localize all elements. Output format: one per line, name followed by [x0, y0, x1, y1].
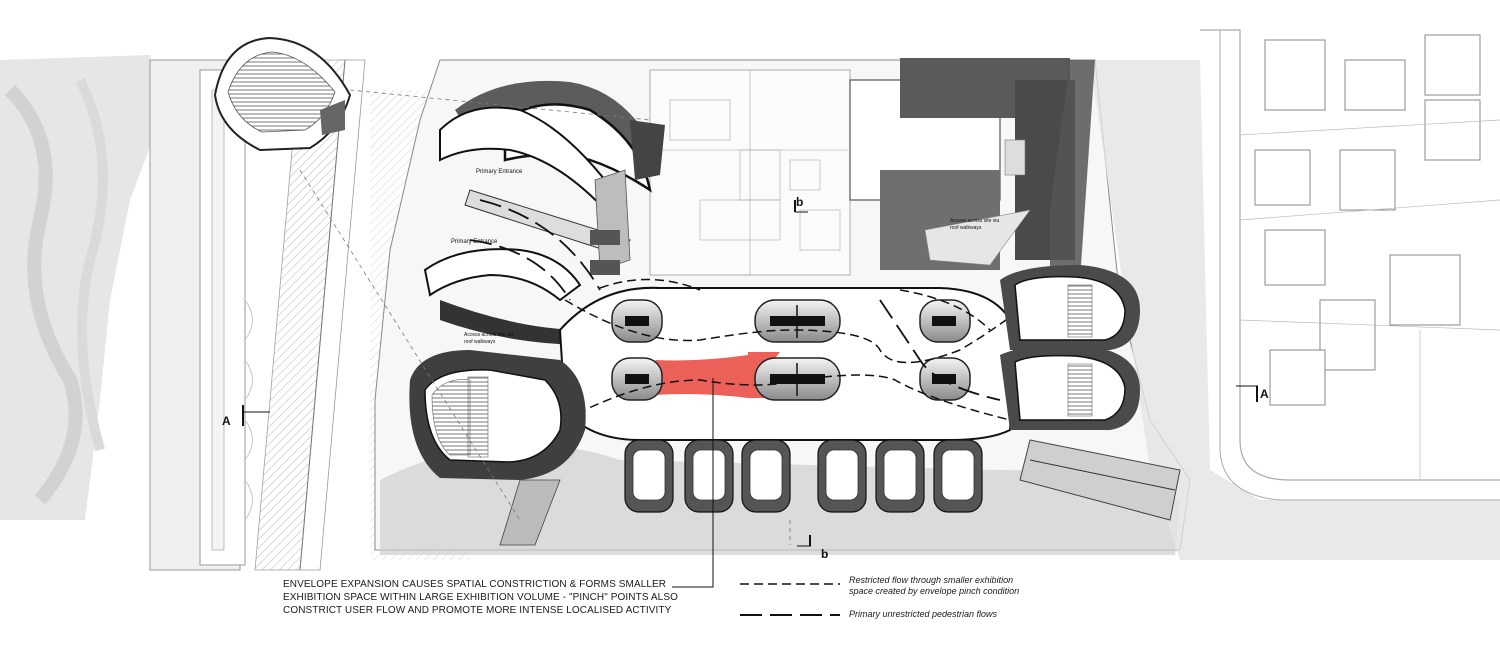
caption-line-2: EXHIBITION SPACE WITHIN LARGE EXHIBITION… — [283, 592, 678, 603]
section-marker-a-left: A — [222, 405, 270, 428]
section-marker-b-top: b — [794, 195, 808, 213]
pier-left — [149, 59, 366, 571]
kiosk-top-left — [213, 36, 352, 152]
pinch-zone-highlight — [655, 352, 780, 398]
legend-restricted-text: Restricted flow through smaller exhibiti… — [849, 575, 1019, 597]
section-marker-b-bottom: b — [797, 535, 828, 561]
svg-text:b: b — [796, 195, 803, 209]
parcels-right — [1090, 29, 1500, 560]
label-access-left-1: Access across site via — [464, 332, 513, 338]
svg-text:A: A — [1260, 387, 1269, 401]
legend-primary-text: Primary unrestricted pedestrian flows — [849, 609, 998, 619]
label-primary-entrance-upper: Primary Entrance — [476, 169, 523, 175]
water-left — [0, 55, 160, 520]
auditoriums-right — [1000, 265, 1140, 430]
legend-restricted-line-1: Restricted flow through smaller exhibiti… — [849, 575, 1014, 585]
cinema-boxes — [624, 439, 983, 513]
svg-text:b: b — [821, 547, 828, 561]
auditorium-left — [409, 350, 586, 480]
caption-leader-line — [672, 378, 714, 588]
svg-text:A: A — [222, 414, 231, 428]
label-access-right-2: roof walkways — [950, 225, 982, 231]
entrance-wings — [423, 106, 631, 345]
exhibition-pods — [611, 299, 971, 401]
pinch-caption: ENVELOPE EXPANSION CAUSES SPATIAL CONSTR… — [283, 578, 703, 617]
label-access-left-2: roof walkways — [464, 339, 496, 345]
legend-primary-line — [740, 614, 840, 616]
label-access-right-1: Access across site via — [950, 218, 999, 224]
legend-restricted-line — [740, 583, 840, 585]
section-marker-a-right: A — [1236, 385, 1269, 402]
exhibition-hall — [469, 199, 1031, 441]
caption-line-3: CONSTRICT USER FLOW AND PROMOTE MORE INT… — [283, 605, 672, 616]
site-dashlines — [299, 89, 791, 545]
label-primary-entrance-lower: Primary Entrance — [451, 239, 498, 245]
caption-line-1: ENVELOPE EXPANSION CAUSES SPATIAL CONSTR… — [283, 579, 667, 590]
legend-restricted-line-2: space created by envelope pinch conditio… — [849, 586, 1020, 596]
ramps — [499, 439, 1181, 546]
